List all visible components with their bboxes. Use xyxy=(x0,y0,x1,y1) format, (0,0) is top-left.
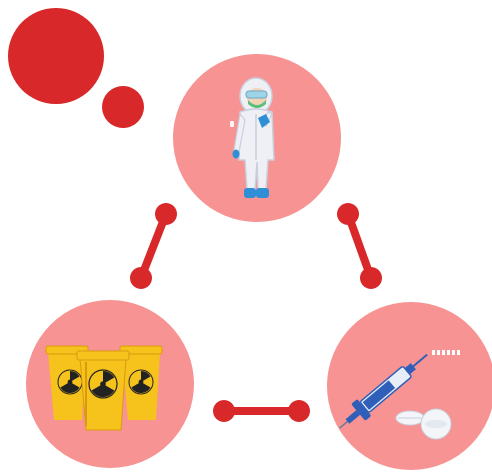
connector-bottom xyxy=(213,400,310,422)
radioactive-waste-barrels-icon xyxy=(46,346,162,430)
node-right-circle xyxy=(327,302,492,470)
decor-dot-large xyxy=(8,8,104,104)
node-right xyxy=(327,302,492,470)
connector-top-right xyxy=(337,203,382,289)
connector-top-left xyxy=(130,203,177,289)
node-top xyxy=(173,54,341,222)
node-left xyxy=(26,300,194,468)
decor-dot-small xyxy=(102,86,144,128)
